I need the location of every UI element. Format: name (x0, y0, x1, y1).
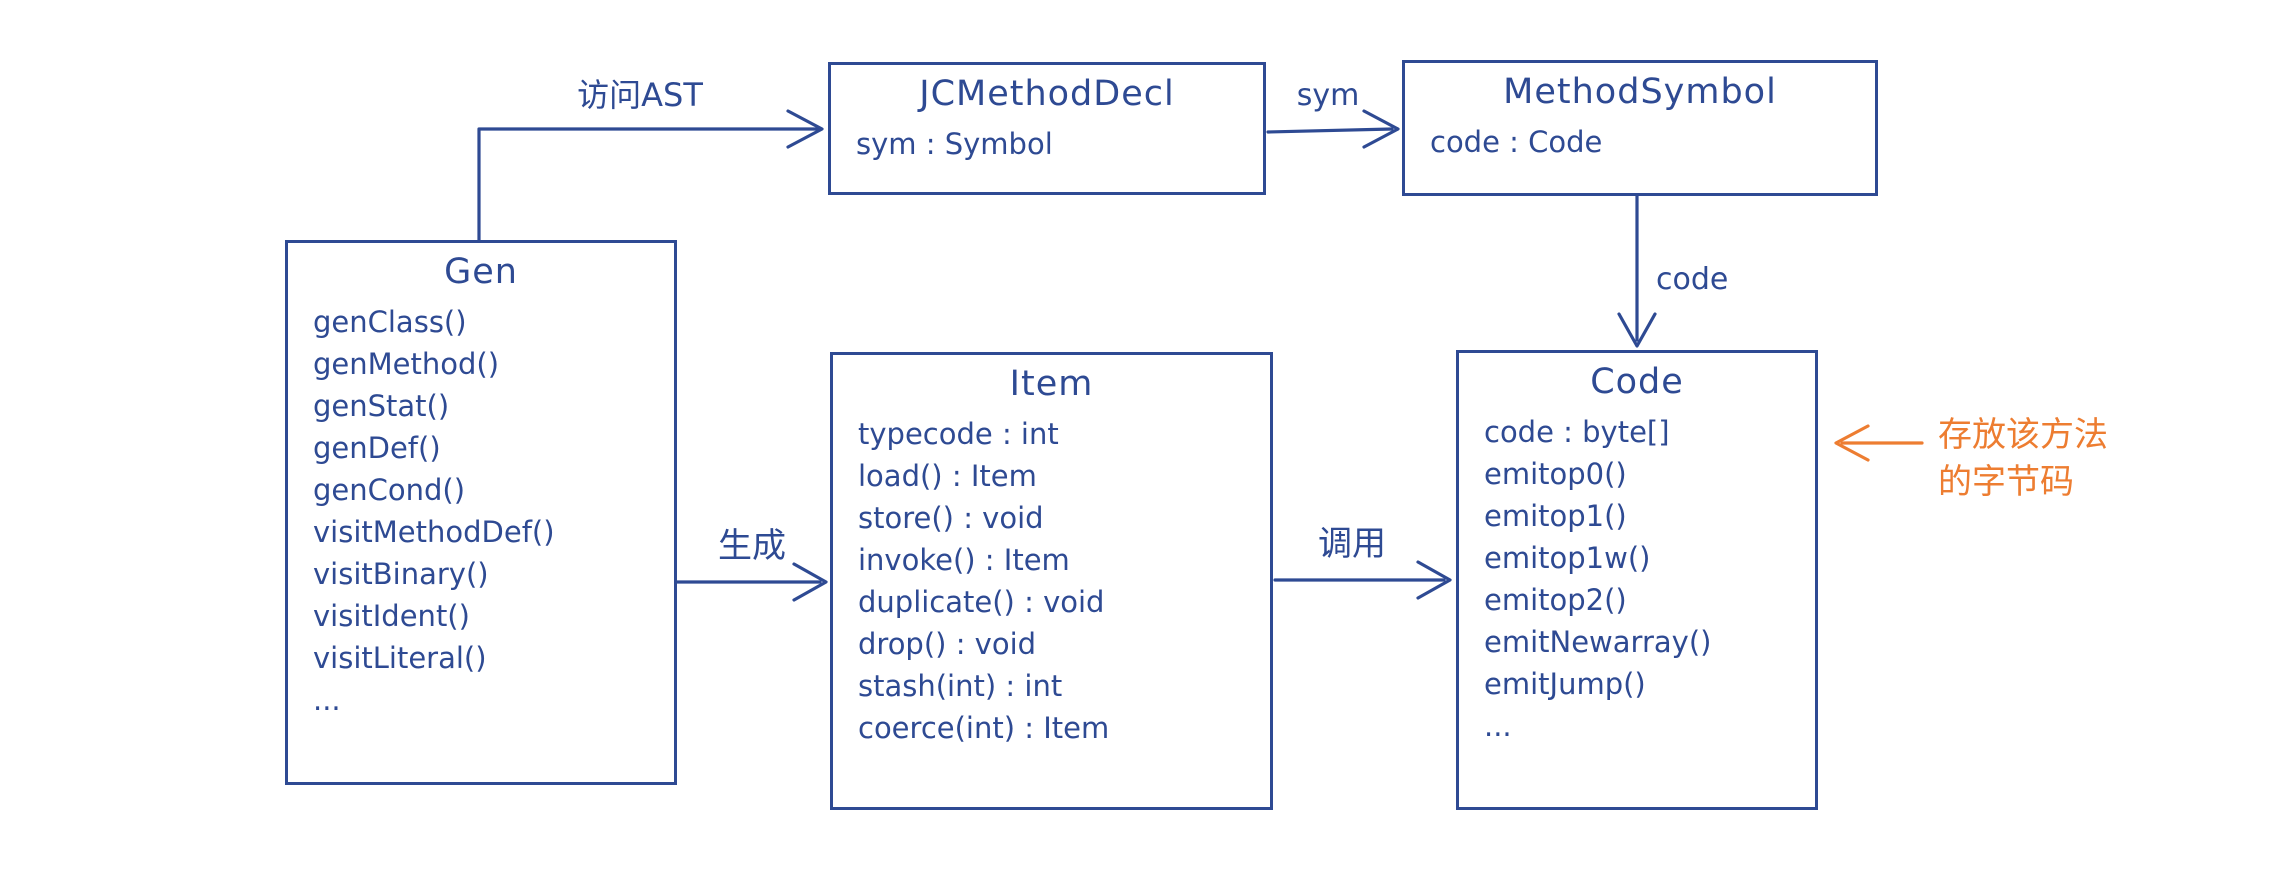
class-member: drop() : void (858, 627, 1037, 661)
class-member: emitop2() (1484, 583, 1627, 617)
arrowhead-right-icon (786, 109, 824, 149)
gen-class-members: genClass() genMethod() genStat() genDef() ge… (288, 301, 674, 721)
class-member: emitop0() (1484, 457, 1627, 491)
class-member: genClass() (313, 305, 467, 339)
edge-label-code: code (1656, 262, 1729, 297)
edge-sym (1266, 109, 1400, 149)
class-member: emitNewarray() (1484, 625, 1712, 659)
class-member: visitBinary() (313, 557, 489, 591)
gen-class-title: Gen (444, 252, 518, 292)
edge-label-generate: 生成 (718, 526, 786, 566)
arrowhead-right-icon (1416, 560, 1452, 600)
bytecode-annotation-line1: 存放该方法 (1938, 415, 2108, 455)
code-class-members: code : byte[] emitop0() emitop1() emitop1w(… (1459, 411, 1815, 747)
class-member: ... (313, 683, 341, 717)
edge-label-visit-ast: 访问AST (577, 76, 703, 114)
class-member: typecode : int (858, 417, 1059, 451)
class-member: emitop1w() (1484, 541, 1651, 575)
class-member: coerce(int) : Item (858, 711, 1110, 745)
arrowhead-right-icon (1362, 109, 1400, 149)
gen-class-box: Gen genClass() genMethod() genStat() genDef… (285, 240, 677, 785)
methodsymbol-class-title: MethodSymbol (1503, 72, 1777, 112)
class-member: genDef() (313, 431, 441, 465)
item-class-box: Item typecode : int load() : Item store() … (830, 352, 1273, 810)
bytecode-annotation: 存放该方法 的字节码 (1938, 412, 2108, 506)
class-member: genStat() (313, 389, 450, 423)
class-member: code : byte[] (1484, 415, 1670, 449)
class-member: stash(int) : int (858, 669, 1063, 703)
jcmethoddecl-class-members: sym : Symbol (831, 123, 1263, 165)
code-class-box: Code code : byte[] emitop0() emitop1() emit… (1456, 350, 1818, 810)
class-member: emitJump() (1484, 667, 1646, 701)
methodsymbol-class-members: code : Code (1405, 121, 1875, 163)
jcmethoddecl-class-title: JCMethodDecl (919, 74, 1175, 114)
edge-label-invoke: 调用 (1318, 524, 1386, 564)
edge-visit-ast-line (477, 127, 820, 242)
arrowhead-down-icon (1617, 312, 1657, 348)
class-member: duplicate() : void (858, 585, 1105, 619)
item-class-members: typecode : int load() : Item store() : voi… (833, 413, 1270, 749)
class-member: load() : Item (858, 459, 1037, 493)
edge-code (1617, 194, 1657, 348)
class-member: invoke() : Item (858, 543, 1070, 577)
class-member: genCond() (313, 473, 466, 507)
edge-label-sym: sym (1296, 78, 1360, 113)
arrowhead-left-icon (1834, 424, 1870, 462)
item-class-title: Item (1009, 364, 1094, 404)
class-member: visitMethodDef() (313, 515, 555, 549)
class-member: visitLiteral() (313, 641, 487, 675)
jcmethoddecl-class-box: JCMethodDecl sym : Symbol (828, 62, 1266, 195)
class-member: emitop1() (1484, 499, 1627, 533)
bytecode-annotation-line2: 的字节码 (1938, 462, 2074, 502)
arrowhead-right-icon (792, 562, 828, 602)
class-member: sym : Symbol (856, 127, 1053, 161)
edge-visit-ast (477, 109, 824, 242)
class-member: store() : void (858, 501, 1044, 535)
edge-sym-line (1266, 127, 1394, 134)
code-class-title: Code (1590, 362, 1684, 402)
edge-invoke (1273, 560, 1452, 600)
class-member: code : Code (1430, 125, 1603, 159)
methodsymbol-class-box: MethodSymbol code : Code (1402, 60, 1878, 196)
class-member: visitIdent() (313, 599, 470, 633)
annotation-arrow (1834, 424, 1924, 462)
class-member: ... (1484, 709, 1512, 743)
edge-generate (675, 562, 828, 602)
class-member: genMethod() (313, 347, 500, 381)
